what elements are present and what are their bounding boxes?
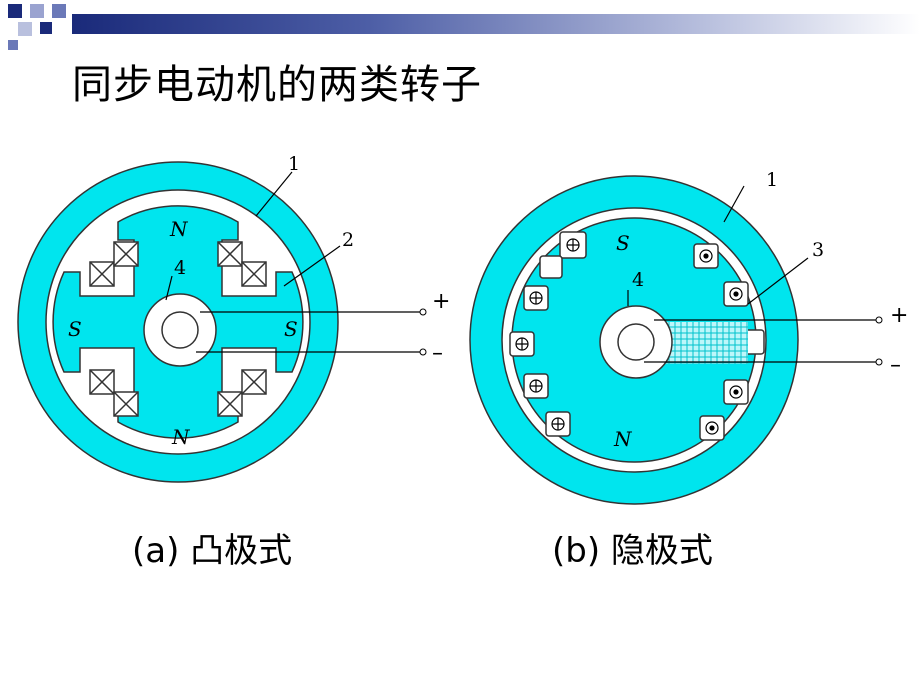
caption-b: (b) 隐极式 [552, 531, 713, 571]
pole-label-right-a: S [284, 317, 298, 341]
terminal-plus-label-a: + [432, 289, 450, 314]
pole-label-bottom-a: N [171, 425, 191, 449]
corner-decoration [8, 4, 66, 50]
callout-line-3b [747, 257, 809, 305]
callout-line-1a [255, 171, 293, 217]
callout-4b: 4 [632, 269, 644, 291]
terminal-minus-label-a: – [432, 341, 443, 366]
pole-label-left-a: S [68, 317, 82, 341]
callout-1a: 1 [288, 153, 300, 175]
terminal-minus-a [419, 348, 427, 356]
cylindrical-rotor: S N 1 3 4 + – [469, 169, 908, 505]
title-gradient-bar [72, 14, 920, 34]
terminal-plus-a [419, 308, 427, 316]
shaft-b [617, 323, 655, 361]
shaft-a [161, 311, 199, 349]
terminal-minus-b [875, 358, 883, 366]
callout-line-4a [165, 275, 173, 301]
salient-pole-rotor: N N S S 1 2 4 + – [17, 153, 450, 483]
terminal-plus-b [875, 316, 883, 324]
terminal-plus-label-b: + [890, 303, 908, 328]
callout-line-2a [283, 245, 341, 287]
pole-label-bottom-b: N [613, 427, 633, 451]
callout-2a: 2 [342, 229, 354, 251]
pole-label-top-b: S [616, 231, 630, 255]
slide-title: 同步电动机的两类转子 [72, 62, 482, 108]
field-coils-a [89, 241, 267, 417]
callout-line-1b [723, 185, 745, 223]
conductors-b [515, 238, 743, 435]
caption-a: (a) 凸极式 [132, 531, 292, 571]
callout-1b: 1 [766, 169, 778, 191]
callout-4a: 4 [174, 257, 186, 279]
pole-label-top-a: N [169, 217, 189, 241]
callout-3b: 3 [812, 239, 824, 261]
terminal-minus-label-b: – [890, 353, 901, 378]
